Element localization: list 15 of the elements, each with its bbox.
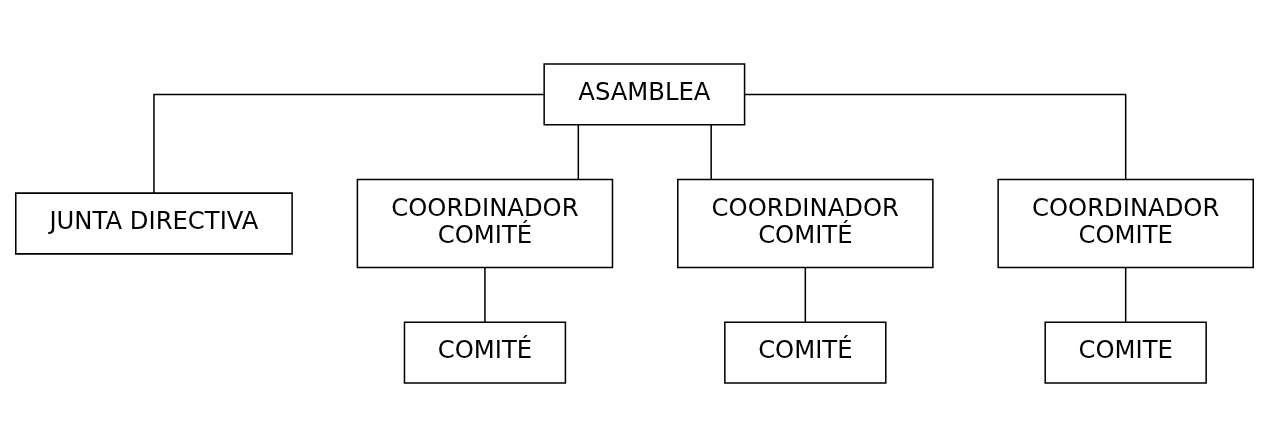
node-box: COORDINADOR COMITÉ bbox=[677, 178, 934, 268]
connector bbox=[743, 93, 1127, 180]
node-box: COORDINADOR COMITE bbox=[997, 178, 1254, 268]
connector bbox=[484, 266, 486, 323]
node-box: ASAMBLEA bbox=[543, 62, 746, 126]
connector bbox=[153, 93, 545, 194]
connector bbox=[577, 123, 580, 180]
node-box: COORDINADOR COMITÉ bbox=[356, 178, 614, 268]
node-box: COMITÉ bbox=[724, 320, 887, 384]
connector bbox=[1124, 266, 1127, 323]
node-box: JUNTA DIRECTIVA bbox=[15, 191, 293, 255]
connector bbox=[804, 266, 807, 323]
node-box: COMITE bbox=[1044, 320, 1207, 384]
connector bbox=[710, 123, 712, 180]
node-box: COMITÉ bbox=[403, 320, 567, 384]
